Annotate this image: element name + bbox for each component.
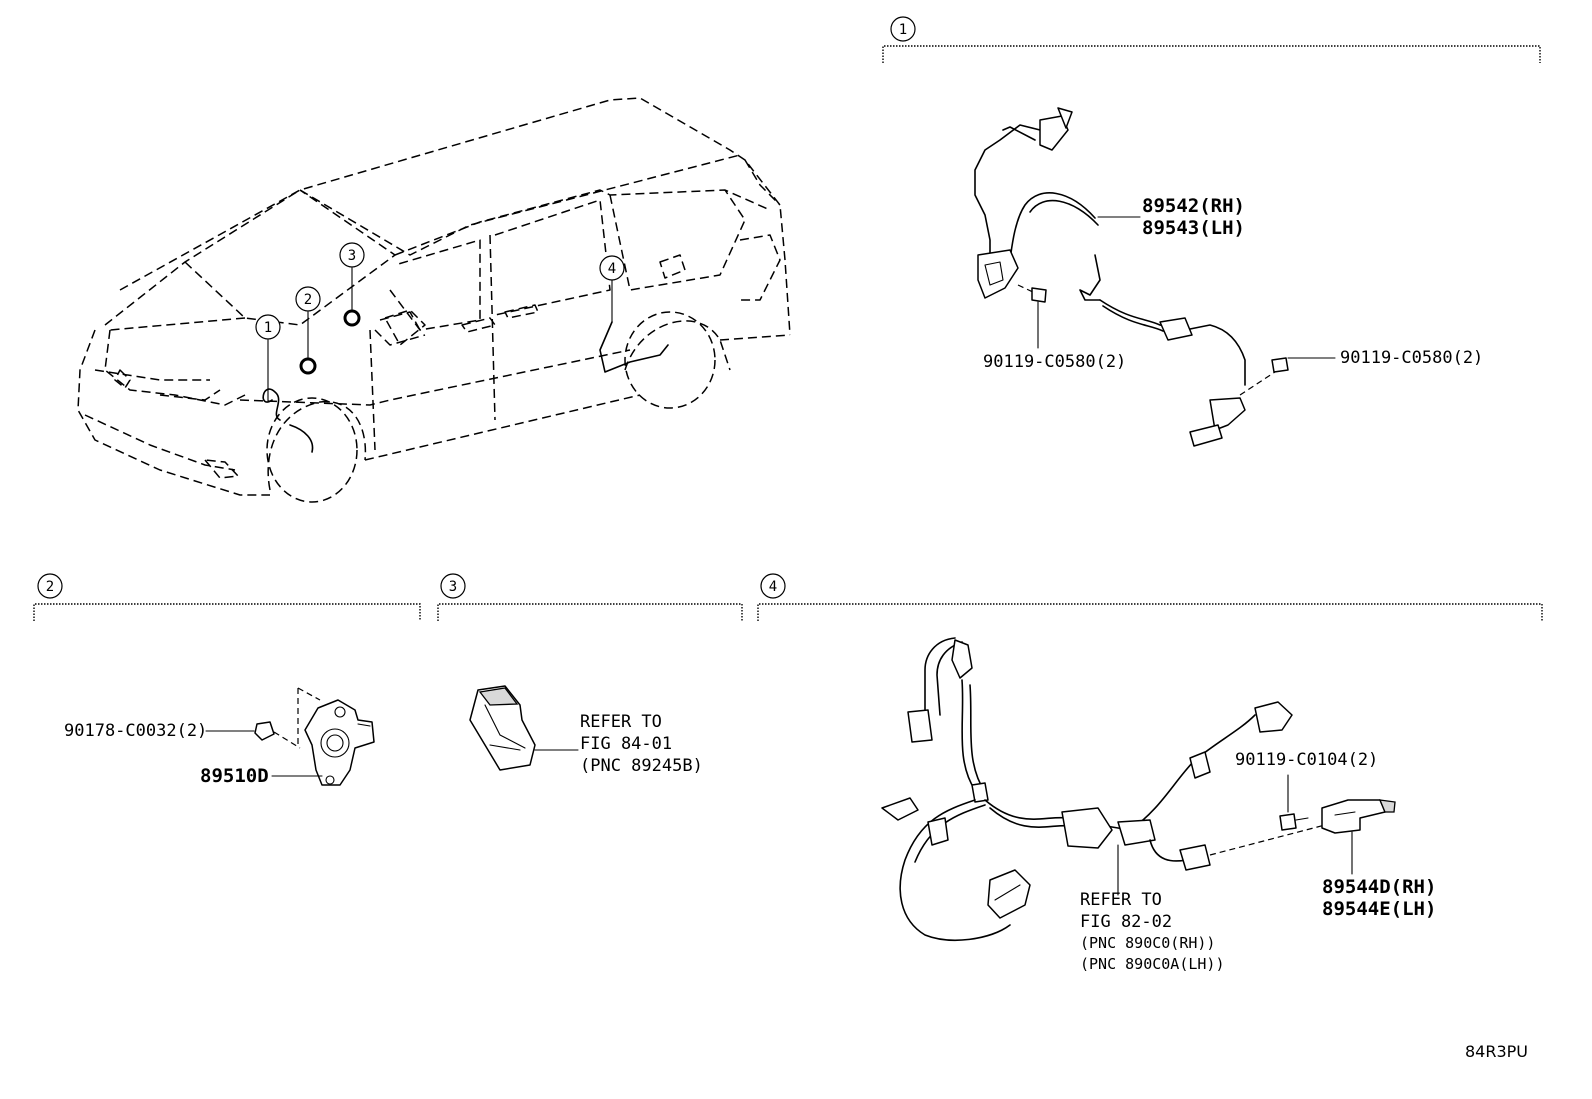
refer-fig82-line1: REFER TO	[1080, 890, 1162, 910]
svg-text:2: 2	[46, 579, 54, 595]
refer-fig82-line2: FIG 82-02	[1080, 912, 1172, 932]
label-bolt-90119-c0104: 90119-C0104(2)	[1235, 750, 1378, 770]
refer-fig82-line4: (PNC 890C0A(LH))	[1080, 955, 1225, 973]
section-2-bracket	[33, 603, 421, 621]
section-1-bracket	[882, 45, 1541, 63]
section-1-callout	[890, 16, 916, 42]
refer-fig84-line3: (PNC 89245B)	[580, 756, 703, 776]
label-89544e: 89544E(LH)	[1322, 898, 1436, 920]
label-sensor-89510d: 89510D	[200, 765, 269, 787]
section-2-callout	[37, 573, 63, 599]
figure-code: 84R3PU	[1465, 1042, 1528, 1061]
section-2: 2 90178-C0032(2) 89510D	[33, 573, 421, 787]
refer-fig84-line2: FIG 84-01	[580, 734, 672, 754]
vehicle-callout-4: 4	[599, 255, 625, 281]
section-4: 4 90119-C0104	[757, 573, 1543, 973]
svg-text:2: 2	[304, 292, 312, 308]
svg-text:1: 1	[264, 320, 272, 336]
svg-text:4: 4	[608, 261, 616, 277]
vehicle-callout-3: 3	[339, 242, 365, 268]
refer-fig84-line1: REFER TO	[580, 712, 662, 732]
refer-fig82-line3: (PNC 890C0(RH))	[1080, 934, 1215, 952]
svg-text:3: 3	[348, 248, 356, 264]
vehicle-harness-marks	[262, 267, 669, 453]
section-1: 1 89542(RH) 89543(LH) 90119-C0580(2) 901…	[882, 16, 1541, 447]
label-89542: 89542(RH)	[1142, 195, 1245, 217]
label-bolt-90119-c0580-left: 90119-C0580(2)	[983, 352, 1126, 372]
section-4-callout	[760, 573, 786, 599]
label-89544d: 89544D(RH)	[1322, 876, 1436, 898]
label-89543: 89543(LH)	[1142, 217, 1245, 239]
vehicle-outline	[77, 97, 791, 503]
svg-text:1: 1	[899, 22, 907, 38]
section-3-bracket	[437, 603, 743, 621]
svg-text:3: 3	[449, 579, 457, 595]
svg-text:4: 4	[769, 579, 777, 595]
vehicle-callout-2: 2	[295, 286, 321, 312]
label-nut-90178-c0032: 90178-C0032(2)	[64, 721, 207, 741]
label-bolt-90119-c0580-right: 90119-C0580(2)	[1340, 348, 1483, 368]
section-3-callout	[440, 573, 466, 599]
section-3: 3 REFER TO FIG 84-01 (PNC 89245B)	[437, 573, 743, 776]
vehicle-callout-1: 1	[255, 314, 281, 340]
section-4-bracket	[757, 603, 1543, 621]
